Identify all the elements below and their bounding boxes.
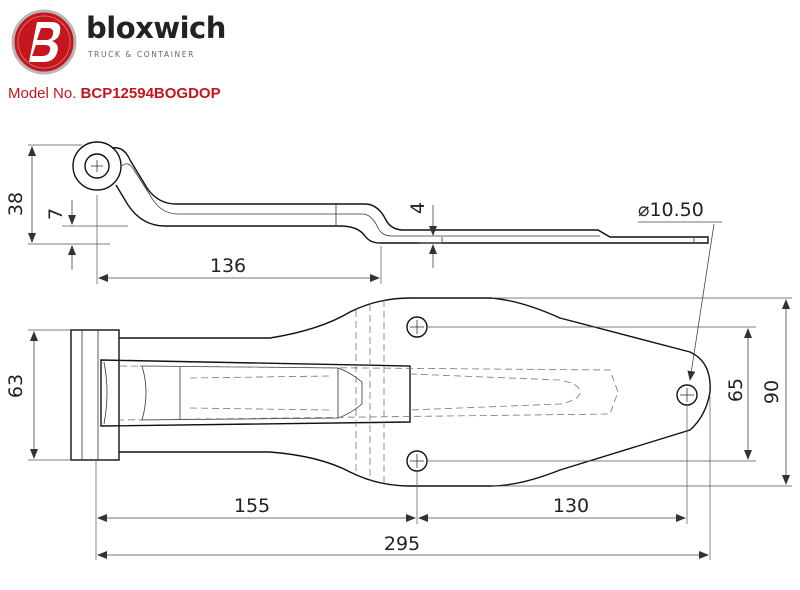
dim-7: 7: [45, 208, 67, 220]
dim-65: 65: [725, 378, 747, 402]
plan-view: [70, 297, 711, 487]
brand-name: bloxwich: [86, 11, 226, 45]
side-knuckle-outer: [72, 141, 122, 191]
side-dimensions: 38 7 4 136 ⌀10.50: [5, 144, 722, 381]
bloxwich-logo-icon: [11, 9, 77, 75]
plan-strap-rib: [100, 359, 411, 427]
brand-header: bloxwich TRUCK & CONTAINER Model No. BCP…: [0, 0, 800, 110]
plan-leaf-outline: [119, 297, 711, 487]
dim-155: 155: [234, 495, 270, 517]
dim-295: 295: [384, 533, 420, 555]
dim-136: 136: [210, 255, 246, 277]
dim-hole-diameter: ⌀10.50: [638, 199, 704, 221]
plan-dimensions: 63 65 90 155 130 295: [5, 297, 792, 560]
plan-hole-lower: [406, 450, 428, 472]
model-number: BCP12594BOGDOP: [80, 85, 221, 102]
plan-knuckle-block: [70, 329, 120, 461]
plan-hole-tip: [676, 384, 698, 406]
side-knuckle-pin: [84, 153, 110, 179]
side-strap-profile: [111, 147, 709, 244]
model-label: Model No.: [8, 85, 77, 102]
plan-hole-upper: [406, 316, 428, 338]
dim-130: 130: [553, 495, 589, 517]
dim-90: 90: [761, 380, 783, 404]
side-view: [72, 141, 709, 244]
dim-38: 38: [5, 192, 27, 216]
dim-4: 4: [407, 202, 429, 214]
brand-tagline: TRUCK & CONTAINER: [88, 50, 195, 59]
dim-63: 63: [5, 374, 27, 398]
model-line: Model No. BCP12594BOGDOP: [8, 85, 221, 102]
